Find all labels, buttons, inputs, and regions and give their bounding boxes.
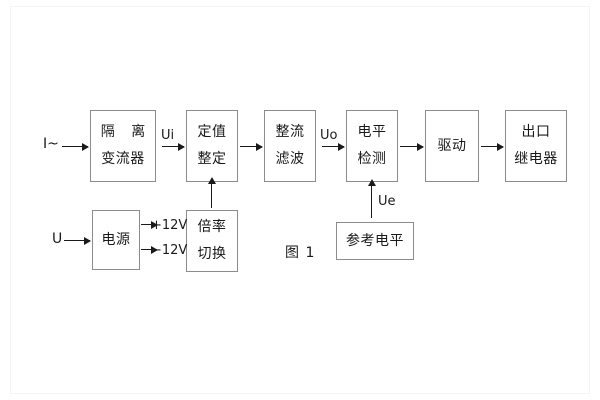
arrow-rectify-to-level-icon bbox=[322, 142, 345, 151]
figure-frame bbox=[10, 6, 590, 394]
block-reference-level: 参考电平 bbox=[336, 222, 414, 260]
block-rectify-filter: 整流滤波 bbox=[264, 110, 316, 182]
block-label: 隔 离 bbox=[100, 124, 152, 141]
block-output-relay: 出口继电器 bbox=[505, 110, 567, 182]
block-label: 切换 bbox=[197, 246, 227, 262]
figure-caption: 图 1 bbox=[285, 245, 316, 261]
block-label: 整定 bbox=[197, 151, 227, 167]
arrow-setting-to-rectify-icon bbox=[240, 142, 263, 151]
input-label-voltage-input: U bbox=[52, 231, 63, 247]
block-isolation-transformer: 隔 离变流器 bbox=[90, 110, 156, 182]
arrow-drive-to-output-icon bbox=[481, 142, 504, 151]
input-label-current-input: I~ bbox=[43, 136, 59, 152]
ue-label: Ue bbox=[378, 194, 396, 209]
block-power-supply: 电源 bbox=[92, 210, 140, 270]
block-level-detection: 电平检测 bbox=[346, 110, 398, 182]
block-label: 驱动 bbox=[437, 137, 467, 154]
arrow-level-to-drive-icon bbox=[400, 142, 424, 151]
arrow-power-plus12v-icon bbox=[141, 220, 158, 229]
block-label: 继电器 bbox=[514, 151, 558, 167]
block-label: 电源 bbox=[101, 231, 131, 248]
ui-label: Ui bbox=[161, 128, 175, 143]
block-label: 参考电平 bbox=[346, 232, 404, 249]
block-label: 滤波 bbox=[275, 151, 305, 167]
block-label: 检测 bbox=[357, 151, 387, 167]
block-drive: 驱动 bbox=[425, 110, 479, 182]
plus-12v-label: +12V bbox=[151, 218, 188, 233]
arrow-current-to-isolation-icon bbox=[62, 142, 89, 151]
block-label: 变流器 bbox=[101, 151, 145, 167]
arrow-isolation-to-setting-icon bbox=[162, 142, 185, 151]
arrow-reference-to-level-icon bbox=[367, 179, 376, 218]
block-label: 倍率 bbox=[197, 219, 227, 236]
arrow-voltage-to-power-icon bbox=[64, 236, 91, 245]
block-label: 定值 bbox=[197, 124, 227, 141]
arrow-power-minus12v-icon bbox=[141, 245, 158, 254]
block-setting-value: 定值整定 bbox=[186, 110, 238, 182]
block-label: 整流 bbox=[275, 124, 305, 141]
block-ratio-switch: 倍率切换 bbox=[186, 210, 238, 272]
block-label: 出口 bbox=[521, 124, 551, 141]
uo-label: Uo bbox=[320, 128, 338, 143]
arrow-ratio-to-setting-icon bbox=[207, 177, 216, 208]
minus-12v-label: −12V bbox=[151, 243, 188, 258]
block-label: 电平 bbox=[357, 124, 387, 141]
